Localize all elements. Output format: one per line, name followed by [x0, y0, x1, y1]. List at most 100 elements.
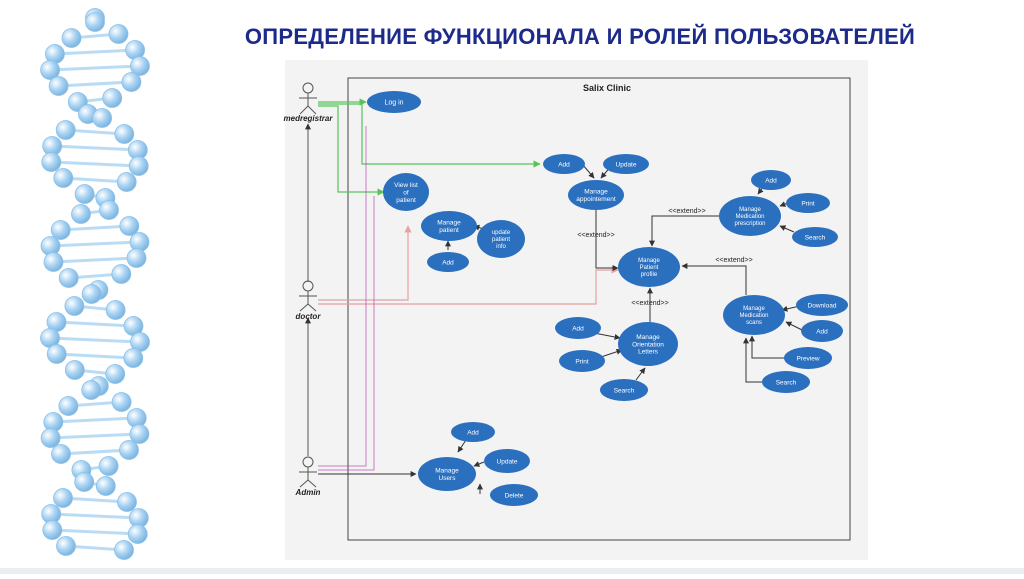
use-case-download-scan: Download: [796, 294, 848, 316]
use-case-ellipse: [477, 220, 525, 258]
appointment-add-link: [582, 164, 595, 179]
use-case-ellipse: [451, 422, 495, 442]
dna-sphere: [74, 472, 95, 492]
use-case-ellipse: [559, 350, 605, 372]
dna-sphere: [81, 284, 102, 304]
dna-sphere: [114, 124, 135, 144]
use-case-ellipse: [723, 295, 785, 335]
medregistrar-appointment-link: [318, 103, 541, 168]
use-case-label: prescription: [734, 221, 765, 227]
medregistrar-view-list-link: [318, 105, 385, 196]
dna-sphere: [64, 360, 85, 380]
use-case-ellipse: [603, 154, 649, 174]
dna-sphere: [95, 476, 116, 496]
use-case-ellipse: [383, 173, 429, 211]
use-case-ellipse: [484, 449, 530, 473]
dna-sphere: [102, 88, 123, 108]
dna-rung: [52, 528, 138, 536]
dna-sphere: [119, 216, 140, 236]
dna-rung: [50, 64, 140, 72]
use-case-ellipse: [427, 252, 469, 272]
use-case-label: Delete: [505, 492, 524, 499]
use-case-add-orientation: Add: [555, 317, 601, 339]
dna-sphere: [127, 524, 148, 544]
use-case-ellipse: [801, 320, 843, 342]
admin-link-b: [318, 126, 367, 467]
use-case-add-scan: Add: [801, 320, 843, 342]
dna-rung: [60, 224, 130, 232]
use-case-label: patient: [439, 227, 459, 234]
dna-rung: [51, 160, 139, 168]
dna-sphere: [71, 204, 91, 224]
use-case-label: update: [492, 230, 511, 236]
use-case-ellipse: [751, 170, 791, 190]
dna-sphere: [53, 168, 74, 188]
use-case-ellipse: [543, 154, 585, 174]
dna-sphere: [99, 200, 119, 220]
actor-admin-head: [302, 456, 314, 468]
scans-add-link: [785, 321, 803, 331]
users-update-link: [473, 461, 485, 467]
actor-doctor: [299, 280, 317, 312]
use-case-label: Manage: [739, 207, 761, 213]
use-case-add-user: Add: [451, 422, 495, 442]
prescription-search-link: [779, 225, 795, 233]
use-case-log-in: Log in: [367, 91, 421, 113]
use-case-label: Search: [614, 387, 635, 394]
dna-sphere: [56, 536, 76, 556]
use-case-label: Manage: [437, 220, 461, 227]
use-case-ellipse: [762, 371, 810, 393]
use-case-label: Users: [439, 475, 457, 482]
use-case-label: Patient: [640, 265, 659, 271]
use-case-label: View list: [394, 182, 418, 189]
users-add-link: [457, 439, 467, 453]
dna-sphere: [129, 56, 150, 76]
use-case-label: Add: [442, 259, 454, 266]
use-case-label: Manage: [435, 468, 459, 475]
actor-medregistrar: [299, 82, 317, 115]
use-case-label: Manage: [743, 306, 765, 312]
actor-medregistrar-leg-right: [307, 105, 317, 115]
use-case-ellipse: [786, 193, 830, 213]
extend-label-scans: <<extend>>: [715, 257, 752, 264]
dna-sphere: [41, 152, 62, 172]
use-case-preview-scan: Preview: [784, 347, 832, 369]
use-case-update-appointment: Update: [603, 154, 649, 174]
dna-rung: [50, 240, 140, 248]
extend-label-appointment: <<extend>>: [577, 232, 614, 239]
dna-sphere: [105, 300, 126, 320]
dna-sphere: [92, 108, 112, 128]
dna-sphere: [126, 248, 147, 268]
use-case-add-appointment: Add: [543, 154, 585, 174]
dna-sphere: [58, 268, 79, 288]
use-case-label: Update: [497, 458, 518, 465]
dna-rung: [54, 48, 136, 56]
use-case-label: Add: [765, 177, 777, 184]
dna-sphere: [81, 380, 102, 400]
extend-label-orientation: <<extend>>: [631, 300, 668, 307]
bottom-band: [0, 568, 1024, 574]
use-case-ellipse: [568, 180, 624, 210]
system-boundary: [347, 77, 851, 541]
dna-rung: [62, 496, 128, 504]
dna-rung: [53, 416, 137, 424]
dna-sphere: [40, 428, 61, 448]
dna-sphere: [119, 440, 139, 460]
dna-sphere: [129, 424, 150, 444]
use-case-label: Add: [467, 429, 479, 436]
use-case-print-orientation: Print: [559, 350, 605, 372]
actor-admin-label: Admin: [295, 488, 321, 497]
use-case-print-prescription: Print: [786, 193, 830, 213]
doctor-profile-link: [318, 266, 619, 305]
dna-sphere: [108, 24, 129, 44]
dna-sphere: [123, 348, 144, 368]
dna-sphere: [48, 76, 69, 96]
use-case-label: Search: [805, 234, 826, 241]
